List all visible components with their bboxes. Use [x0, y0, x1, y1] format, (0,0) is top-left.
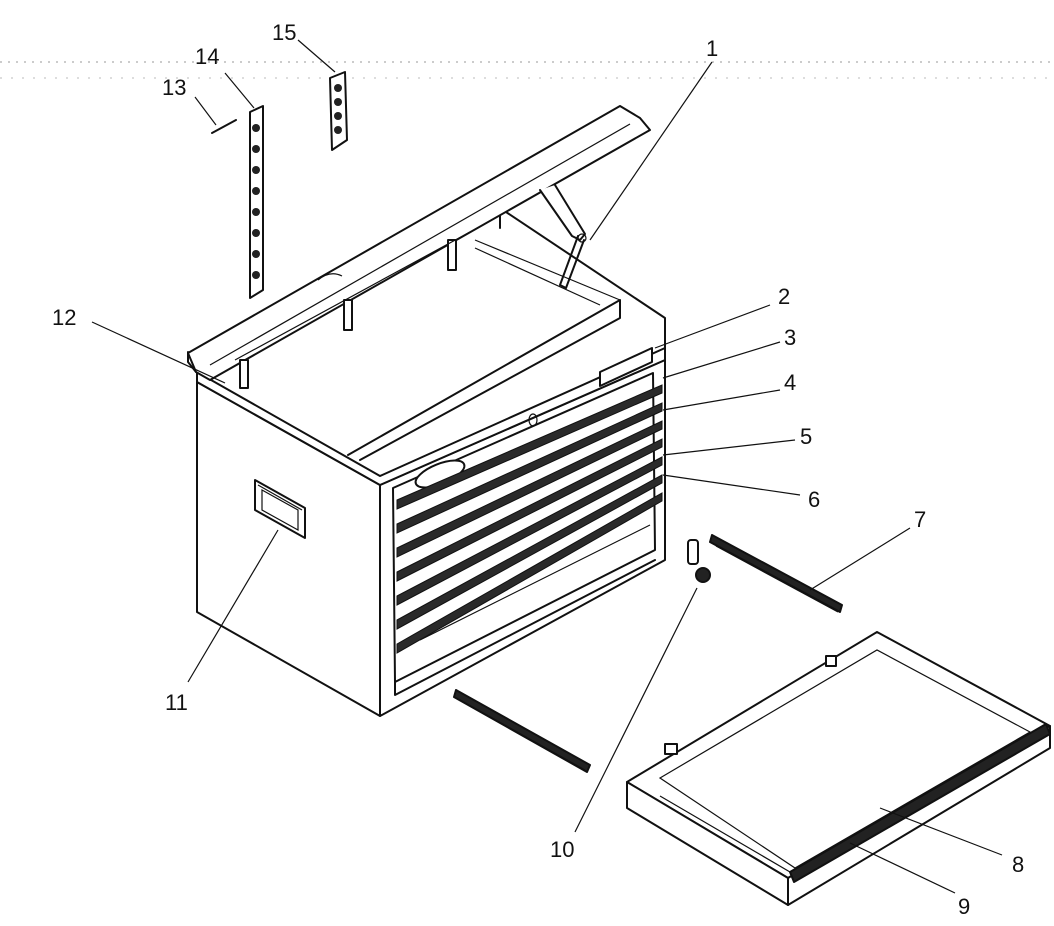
hinge-hole: [252, 229, 260, 237]
callout-7: 7: [914, 507, 926, 532]
leader-lines: [91, 39, 1003, 894]
callout-13: 13: [162, 75, 186, 100]
hinge-pin-13: [211, 119, 237, 134]
drawer-front-6: [396, 474, 663, 630]
callout-4: 4: [784, 370, 796, 395]
drawer-front-5: [396, 456, 663, 606]
hinge-14: [249, 105, 264, 299]
loose-drawer: [626, 631, 1051, 906]
callout-2: 2: [778, 284, 790, 309]
drawer-slide-lower: [453, 689, 591, 773]
drawer-front-1: [396, 384, 663, 510]
hinge-hole: [252, 187, 260, 195]
hinge-hole: [334, 126, 342, 134]
callout-14: 14: [195, 44, 219, 69]
lock-cylinder: [687, 539, 711, 583]
hinge-15: [329, 71, 348, 151]
hinge-hole: [334, 112, 342, 120]
drawer-front-2: [396, 402, 663, 534]
hinge-hole: [252, 145, 260, 153]
drawer-front-4: [396, 438, 663, 582]
drawer-front-7: [396, 492, 663, 654]
callout-10: 10: [550, 837, 574, 862]
drawer-slide-7: [709, 534, 843, 613]
hinge-hole: [252, 166, 260, 174]
scan-dots: [0, 61, 1054, 79]
callout-12: 12: [52, 305, 76, 330]
drawer-front-3: [396, 420, 663, 558]
callout-1: 1: [706, 36, 718, 61]
callout-8: 8: [1012, 852, 1024, 877]
hinge-hole: [334, 84, 342, 92]
callout-11: 11: [165, 690, 188, 715]
callout-9: 9: [958, 894, 970, 919]
callout-6: 6: [808, 487, 820, 512]
hinge-hole: [252, 208, 260, 216]
hinge-hole: [252, 124, 260, 132]
callout-labels: 1 2 3 4 5 6 7 8 9 10 11 12 13 14 15: [52, 20, 1024, 919]
hinge-hole: [252, 250, 260, 258]
chest-body: [196, 207, 666, 717]
callout-15: 15: [272, 20, 296, 45]
drawer-stack: [396, 347, 663, 654]
chest-lid: [187, 105, 651, 389]
hinge-hole: [252, 271, 260, 279]
hinge-hole: [334, 98, 342, 106]
callout-3: 3: [784, 325, 796, 350]
callout-5: 5: [800, 424, 812, 449]
